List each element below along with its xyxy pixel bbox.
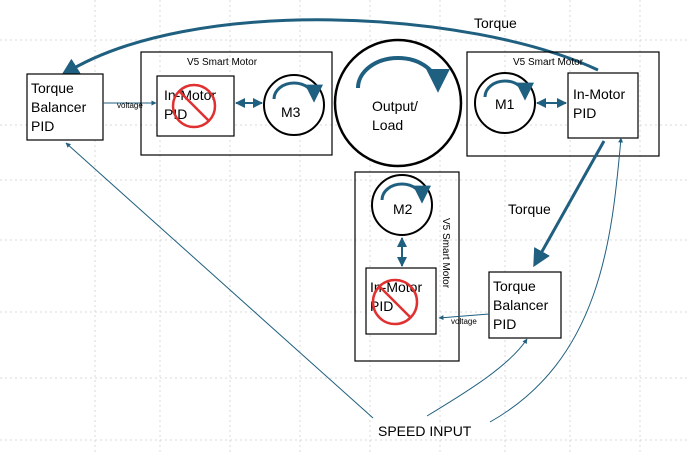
left-balancer-line3: PID bbox=[31, 118, 54, 134]
left-balancer-line2: Balancer bbox=[31, 99, 87, 115]
m2-rotation-arrow bbox=[380, 182, 431, 204]
motor-left-disabled-icon bbox=[171, 83, 217, 129]
motor-right-box bbox=[466, 51, 660, 157]
motor-bottom-title: V5 Smart Motor bbox=[440, 218, 451, 289]
speed-input-label: SPEED INPUT bbox=[378, 423, 472, 439]
right-torque-balancer-box bbox=[488, 271, 562, 339]
right-balancer-line1: Torque bbox=[493, 278, 536, 294]
motor-right-pid-line1: In-Motor bbox=[573, 86, 625, 102]
left-balancer-line1: Torque bbox=[31, 80, 74, 96]
speed-to-right-balancer-arrow bbox=[426, 338, 528, 417]
load-label-line1: Output/ bbox=[372, 98, 418, 114]
right-balancer-line3: PID bbox=[493, 316, 516, 332]
motor-left-title: V5 Smart Motor bbox=[187, 57, 258, 68]
motor-right-pid-box bbox=[567, 72, 639, 139]
motor-m2-label: M2 bbox=[393, 201, 413, 217]
m3-rotation-arrow bbox=[272, 81, 323, 103]
top-torque-label: Torque bbox=[474, 15, 517, 31]
left-voltage-label: voltage bbox=[117, 101, 143, 110]
motor-m1-label: M1 bbox=[495, 96, 515, 112]
right-voltage-arrow bbox=[438, 313, 490, 321]
mid-torque-label: Torque bbox=[508, 201, 551, 217]
right-balancer-line2: Balancer bbox=[493, 297, 549, 313]
motor-right-pid-line2: PID bbox=[573, 105, 596, 121]
top-torque-arrow bbox=[60, 18, 599, 76]
motor-bottom-disabled-icon bbox=[371, 278, 419, 326]
left-torque-balancer-box bbox=[26, 73, 104, 141]
motor-right-title: V5 Smart Motor bbox=[513, 57, 584, 68]
motor-left-box bbox=[140, 51, 333, 156]
right-voltage-label: voltage bbox=[451, 317, 477, 326]
speed-to-left-balancer-arrow bbox=[65, 142, 374, 419]
motor-m3-label: M3 bbox=[281, 104, 301, 120]
motor-bottom-pid-line2: PID bbox=[370, 298, 393, 314]
motor-bottom-box bbox=[354, 171, 460, 362]
load-label-line2: Load bbox=[372, 117, 403, 133]
motor-left-pid-line1: In-Motor bbox=[164, 87, 216, 103]
speed-to-right-pid-arrow bbox=[489, 137, 624, 423]
load-rotation-arrow bbox=[356, 56, 450, 93]
mid-torque-arrow bbox=[533, 140, 606, 268]
m1-rotation-arrow bbox=[483, 79, 534, 101]
